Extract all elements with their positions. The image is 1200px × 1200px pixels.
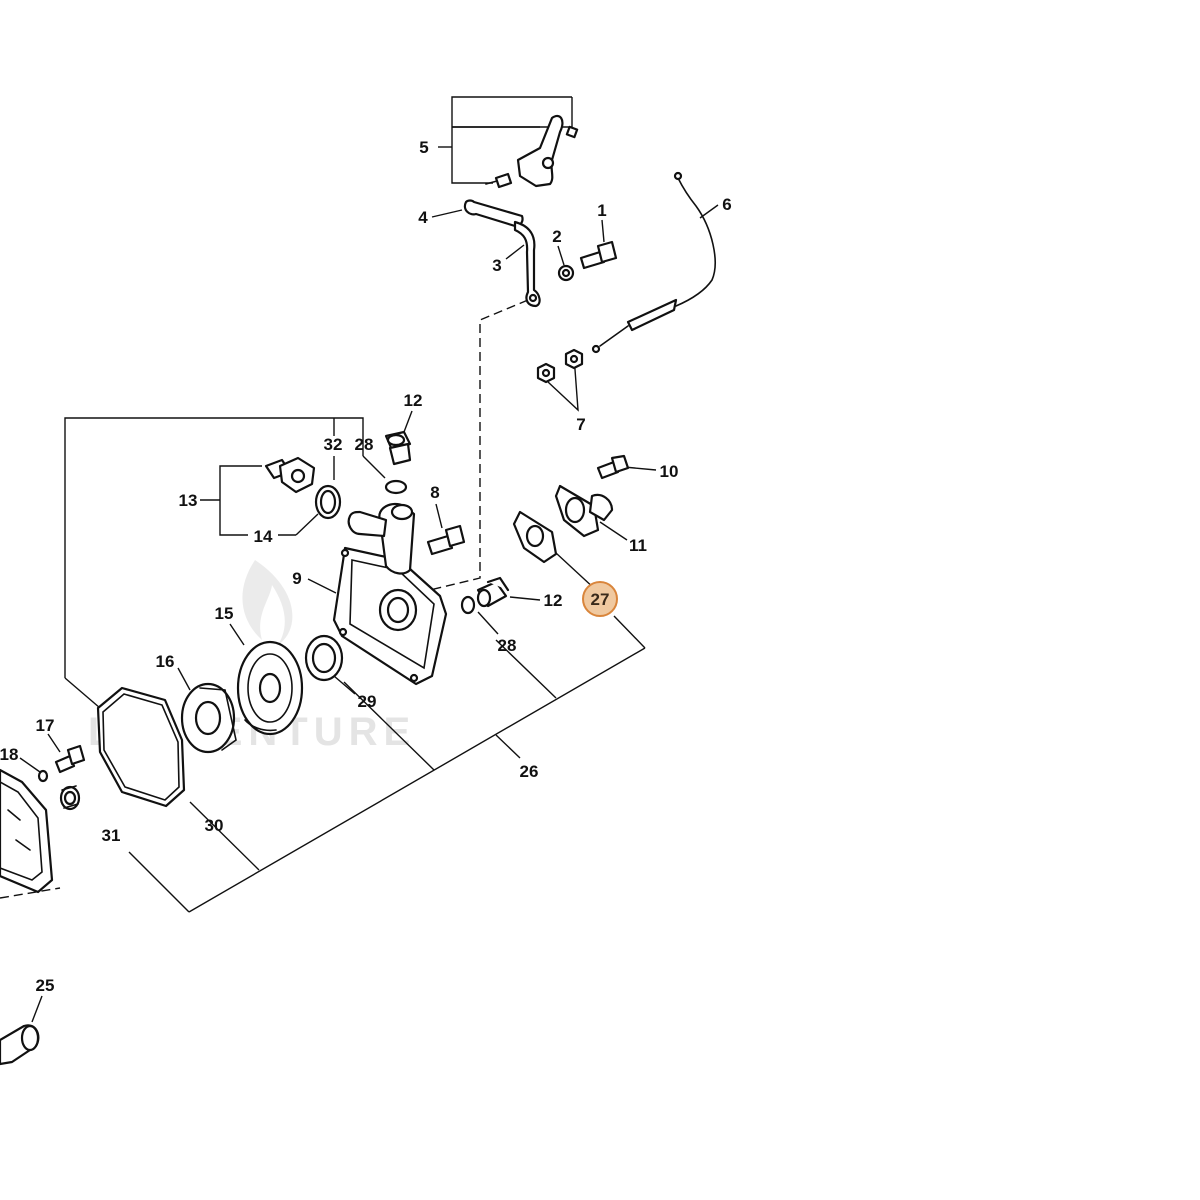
part-elbow-11 — [554, 484, 614, 538]
callout-14[interactable]: 14 — [254, 527, 273, 546]
part-bolt-1 — [579, 240, 618, 270]
part-nuts-7 — [536, 348, 584, 384]
part-impeller-15 — [236, 640, 304, 736]
part-bolt-8 — [426, 524, 466, 556]
callout-15[interactable]: 15 — [215, 604, 234, 623]
callout-25[interactable]: 25 — [36, 976, 55, 995]
part-pump-housing-9 — [332, 502, 448, 686]
callout-5[interactable]: 5 — [419, 138, 428, 157]
callout-1[interactable]: 1 — [597, 201, 606, 220]
callout-9[interactable]: 9 — [292, 569, 301, 588]
part-oring-28-top — [384, 479, 408, 495]
part-oring-28-lower — [460, 595, 476, 615]
callout-3[interactable]: 3 — [492, 256, 501, 275]
callout-11[interactable]: 11 — [629, 536, 647, 555]
callout-29[interactable]: 29 — [358, 692, 377, 711]
callout-13[interactable]: 13 — [179, 491, 198, 510]
part-shaft-25 — [0, 1024, 40, 1066]
callout-30[interactable]: 30 — [205, 816, 224, 835]
callout-28-top[interactable]: 28 — [355, 435, 374, 454]
part-plug-13 — [264, 456, 316, 494]
callout-8[interactable]: 8 — [430, 483, 439, 502]
callout-32[interactable]: 32 — [324, 435, 343, 454]
callout-labels: 1 2 3 4 5 6 7 8 9 10 11 12 12 13 14 15 1… — [0, 138, 732, 995]
part-bolt-17 — [54, 744, 86, 774]
part-fitting-12-top — [384, 430, 412, 466]
callout-12-top[interactable]: 12 — [404, 391, 423, 410]
part-seal-ring-32 — [314, 484, 342, 520]
callout-27[interactable]: 27 — [591, 590, 610, 609]
callout-12-lower[interactable]: 12 — [544, 591, 563, 610]
part-gasket-30 — [96, 686, 186, 808]
part-wear-plate-16 — [180, 682, 237, 754]
callout-10[interactable]: 10 — [660, 462, 679, 481]
callout-31[interactable]: 31 — [102, 826, 121, 845]
callout-28-lower[interactable]: 28 — [498, 636, 517, 655]
highlight-circle[interactable] — [582, 581, 618, 617]
leader-lines — [0, 96, 719, 1023]
callout-18[interactable]: 18 — [0, 745, 18, 764]
part-washer-2 — [557, 264, 575, 282]
callout-16[interactable]: 16 — [156, 652, 175, 671]
callout-17[interactable]: 17 — [36, 716, 55, 735]
callout-2[interactable]: 2 — [552, 227, 561, 246]
part-handle-arm — [463, 199, 541, 308]
callout-6[interactable]: 6 — [722, 195, 731, 214]
part-seal-29 — [304, 634, 344, 682]
callout-7[interactable]: 7 — [576, 415, 585, 434]
part-bushing-31 — [59, 785, 81, 811]
part-bolt-10 — [596, 454, 630, 480]
part-gear-case — [0, 768, 54, 894]
part-fitting-12-lower — [476, 576, 510, 608]
callout-4[interactable]: 4 — [418, 208, 428, 227]
callout-27-highlight[interactable]: 27 — [582, 581, 618, 617]
callout-26[interactable]: 26 — [520, 762, 539, 781]
part-throttle-cable — [591, 171, 716, 354]
part-throttle-lever — [485, 114, 579, 189]
part-washer-18 — [37, 769, 49, 783]
part-gasket-27 — [512, 510, 558, 564]
